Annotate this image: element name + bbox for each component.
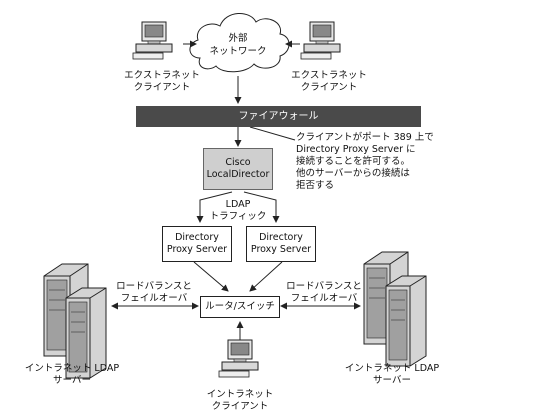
- ldap-server-right-icon: [363, 251, 427, 367]
- extranet-client-right-line1: エクストラネット: [291, 70, 367, 81]
- ldap-server-left-icon: [43, 263, 107, 379]
- intranet-client-line2: クライアント: [211, 401, 269, 412]
- ldap-server-right-line2: サーバー: [373, 375, 411, 386]
- firewall-bar: ファイアウォール: [136, 106, 421, 127]
- external-network-line1: 外部: [228, 33, 248, 44]
- extranet-client-right-label: エクストラネット クライアント: [287, 70, 371, 94]
- proxy-right-line2: Proxy Server: [250, 244, 312, 255]
- note-line4: 他のサーバーからの接続は: [296, 168, 410, 179]
- extranet-client-right-computer-icon: [300, 21, 341, 60]
- ldap-server-right-line1: イントラネット LDAP: [344, 363, 440, 374]
- extranet-client-left-line2: クライアント: [133, 82, 191, 93]
- ldap-traffic-label: LDAP トラフィック: [208, 199, 268, 223]
- proxy-left-line2: Proxy Server: [166, 244, 228, 255]
- ldap-traffic-line2: トラフィック: [209, 211, 267, 222]
- cisco-localdirector-box: Cisco LocalDirector: [203, 148, 273, 190]
- note-line1: クライアントがポート 389 上で: [296, 132, 434, 143]
- ldap-server-left-line1: イントラネット LDAP: [24, 363, 120, 374]
- ldap-server-right-label: イントラネット LDAP サーバー: [342, 363, 442, 387]
- ldap-server-left-line2: サーバー: [53, 375, 91, 386]
- extranet-client-right-line2: クライアント: [300, 82, 358, 93]
- ldap-server-left-label: イントラネット LDAP サーバー: [22, 363, 122, 387]
- note-line3: 接続することを許可する。: [296, 156, 411, 167]
- external-network-label: 外部 ネットワーク: [206, 32, 270, 58]
- router-switch-box: ルータ/スイッチ: [200, 296, 280, 318]
- intranet-client-line1: イントラネット: [206, 389, 274, 400]
- arrow-proxy-left-to-router: [193, 261, 229, 292]
- note-line5: 拒否する: [296, 180, 335, 191]
- proxy-left-line1: Directory: [175, 232, 219, 243]
- lb-left-line1: ロードバランスと: [116, 281, 192, 292]
- lb-right-line2: フェイルオーバ: [290, 293, 358, 304]
- arrow-ld-to-proxy-left: [196, 191, 233, 223]
- note-line2: Directory Proxy Server に: [296, 144, 416, 155]
- arrow-proxy-right-to-router: [249, 261, 283, 292]
- ldap-traffic-line1: LDAP: [225, 199, 251, 210]
- firewall-callout-note: クライアントがポート 389 上で Directory Proxy Server…: [296, 132, 434, 192]
- localdirector-line1: Cisco: [225, 157, 251, 168]
- extranet-client-left-label: エクストラネット クライアント: [120, 70, 204, 94]
- lb-left-line2: フェイルオーバ: [120, 293, 188, 304]
- directory-proxy-server-left-box: Directory Proxy Server: [162, 226, 232, 262]
- intranet-client-computer-icon: [218, 339, 259, 378]
- extranet-client-left-computer-icon: [132, 21, 173, 60]
- load-balance-left-label: ロードバランスと フェイルオーバ: [112, 281, 196, 305]
- arrow-ld-to-proxy-right: [243, 191, 280, 223]
- external-network-line2: ネットワーク: [209, 46, 267, 57]
- callout-line: [249, 126, 296, 141]
- cloud-shape: [189, 13, 290, 73]
- directory-proxy-server-right-box: Directory Proxy Server: [246, 226, 316, 262]
- localdirector-line2: LocalDirector: [206, 169, 270, 180]
- lb-right-line1: ロードバランスと: [286, 281, 362, 292]
- proxy-right-line1: Directory: [259, 232, 303, 243]
- load-balance-right-label: ロードバランスと フェイルオーバ: [282, 281, 366, 305]
- intranet-client-label: イントラネット クライアント: [200, 389, 280, 413]
- extranet-client-left-line1: エクストラネット: [124, 70, 200, 81]
